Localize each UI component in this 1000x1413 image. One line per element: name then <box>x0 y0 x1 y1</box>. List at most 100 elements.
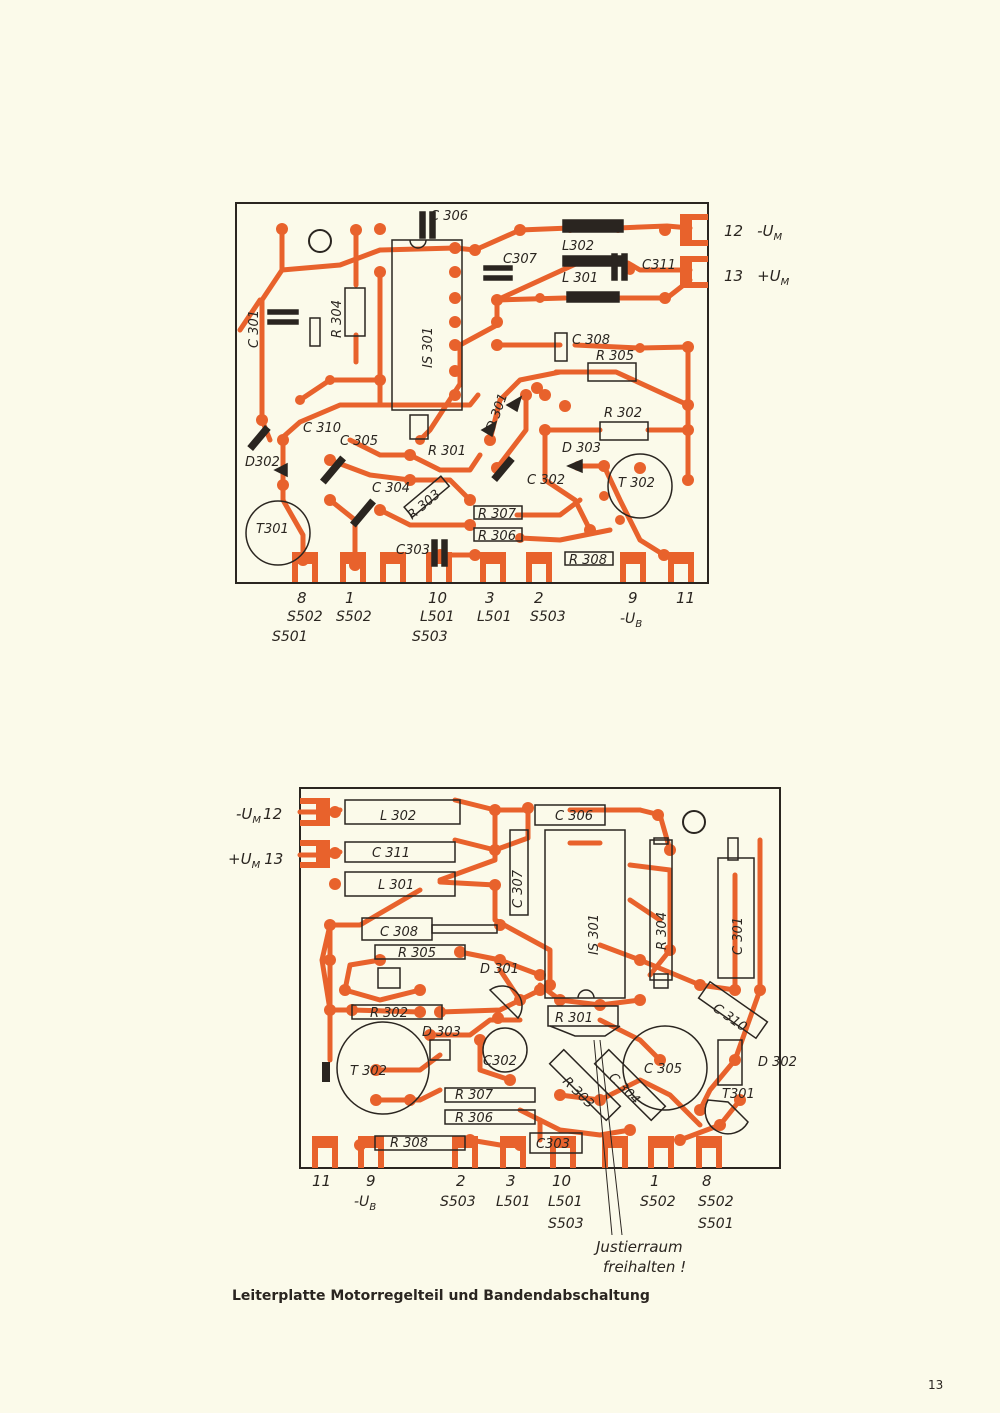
label-l302-b: L 302 <box>380 809 416 824</box>
top-board: C 306 C307 L302 L 301 C311 C 308 R 305 R… <box>235 202 790 645</box>
top-pin-13-label: 13+UM <box>724 267 790 288</box>
label-r305: R 305 <box>596 349 634 364</box>
label-r302-b: R 302 <box>370 1006 408 1021</box>
bottom-pin-2-l1: S503 <box>440 1194 476 1210</box>
label-c311: C311 <box>642 258 676 273</box>
label-c302-b: C302 <box>483 1054 517 1069</box>
top-pin-10-num: 10 <box>428 589 447 607</box>
bottom-traces <box>297 797 763 1148</box>
bottom-pin-10-l1: L501 <box>548 1194 583 1210</box>
bottom-pin-8-l2: S501 <box>698 1216 734 1232</box>
bottom-pin-2-num: 2 <box>456 1172 466 1190</box>
figure-caption: Leiterplatte Motorregelteil und Bandenda… <box>232 1288 650 1304</box>
bottom-pin-3-l1: L501 <box>496 1194 531 1210</box>
top-pin-12-label: 12-UM <box>724 222 783 243</box>
label-t301-b: T301 <box>722 1087 755 1102</box>
bottom-pin-1-l1: S502 <box>640 1194 676 1210</box>
top-traces <box>237 223 693 568</box>
label-c307-b: C 307 <box>511 869 526 908</box>
label-c308-b: C 308 <box>380 925 418 940</box>
top-pin-2-l1: S503 <box>530 609 566 625</box>
label-c302: C 302 <box>527 473 565 488</box>
top-pin-3-num: 3 <box>485 589 495 607</box>
page-number: 13 <box>928 1378 944 1392</box>
top-pin-2-num: 2 <box>534 589 544 607</box>
bottom-edge-connector <box>300 798 722 1168</box>
label-l302: L302 <box>562 239 594 254</box>
top-pin-11-num: 11 <box>676 589 695 607</box>
note-justierraum: Justierraum <box>593 1238 683 1256</box>
label-c306: C 306 <box>430 209 468 224</box>
bottom-pin-9-num: 9 <box>366 1172 376 1190</box>
label-d302-b: D 302 <box>758 1055 797 1070</box>
label-c303: C303 <box>396 543 430 558</box>
label-c303-b: C303 <box>536 1137 570 1152</box>
bottom-pin-8-num: 8 <box>702 1172 712 1190</box>
label-l301-b: L 301 <box>378 878 414 893</box>
label-t301: T301 <box>256 522 289 537</box>
top-pin-8-l2: S501 <box>272 629 308 645</box>
bottom-pin-10-num: 10 <box>552 1172 571 1190</box>
label-r308: R 308 <box>569 553 607 568</box>
label-c311-b: C 311 <box>372 846 410 861</box>
label-d302: D302 <box>245 455 280 470</box>
bottom-components <box>336 799 769 1236</box>
note-freihalten: freihalten ! <box>603 1258 686 1276</box>
label-r301-b: R 301 <box>555 1011 593 1026</box>
label-c306-b: C 306 <box>555 809 593 824</box>
top-pin-10-l2: S503 <box>412 629 448 645</box>
label-r306: R 306 <box>478 529 516 544</box>
label-c305: C 305 <box>340 434 378 449</box>
label-d303-b: D 303 <box>422 1025 461 1040</box>
label-d301-b: D 301 <box>480 962 519 977</box>
top-pin-1-num: 1 <box>345 589 355 607</box>
top-pin-1-l1: S502 <box>336 609 372 625</box>
label-t302: T 302 <box>618 476 655 491</box>
label-r307: R 307 <box>478 507 517 522</box>
label-r303: R 303 <box>405 487 444 523</box>
label-c301-b: C 301 <box>731 917 746 955</box>
bottom-pin-3-num: 3 <box>506 1172 516 1190</box>
label-c308: C 308 <box>572 333 610 348</box>
bottom-pin-10-l2: S503 <box>548 1216 584 1232</box>
label-r301: R 301 <box>428 444 466 459</box>
bottom-pin-1-num: 1 <box>650 1172 660 1190</box>
label-c301: C 301 <box>247 310 262 348</box>
label-r302: R 302 <box>604 406 642 421</box>
label-c307: C307 <box>503 252 538 267</box>
top-right-pin-labels: 12-UM 13+UM <box>724 222 790 288</box>
top-components <box>245 211 673 567</box>
top-pin-10-l1: L501 <box>420 609 455 625</box>
label-t302-b: T 302 <box>350 1064 387 1079</box>
label-r308-b: R 308 <box>390 1136 428 1151</box>
label-c310-b: C 310 <box>710 1001 750 1035</box>
top-pin-9-l1: -UB <box>620 611 642 630</box>
label-d303: D 303 <box>562 441 601 456</box>
bottom-pin-11-num: 11 <box>312 1172 331 1190</box>
label-r304-b: R 304 <box>655 912 670 950</box>
bottom-board-outline <box>299 787 781 1169</box>
top-edge-connector <box>292 214 708 582</box>
top-mounting-hole <box>308 229 332 253</box>
label-r307-b: R 307 <box>455 1088 494 1103</box>
top-pin-8-num: 8 <box>297 589 307 607</box>
label-c310: C 310 <box>303 421 341 436</box>
top-bottom-pin-labels: 8 S502 S501 1 S502 10 L501 S503 3 L501 2… <box>272 589 695 645</box>
label-l301: L 301 <box>562 271 598 286</box>
label-d301: D 301 <box>484 392 511 434</box>
bottom-board: L 302 C 311 L 301 C 306 C 308 R 305 D 30… <box>228 787 797 1276</box>
label-r304: R 304 <box>330 300 345 338</box>
bottom-bottom-pin-labels: 11 9 -UB 2 S503 3 L501 10 L501 S503 1 S5… <box>312 1172 734 1276</box>
top-pin-3-l1: L501 <box>477 609 512 625</box>
bottom-mounting-hole <box>682 810 706 834</box>
bottom-pin-8-l1: S502 <box>698 1194 734 1210</box>
label-c304: C 304 <box>372 481 410 496</box>
top-pin-9-num: 9 <box>628 589 638 607</box>
label-r305-b: R 305 <box>398 946 436 961</box>
top-board-outline <box>235 202 709 584</box>
label-c305-b: C 305 <box>644 1062 682 1077</box>
